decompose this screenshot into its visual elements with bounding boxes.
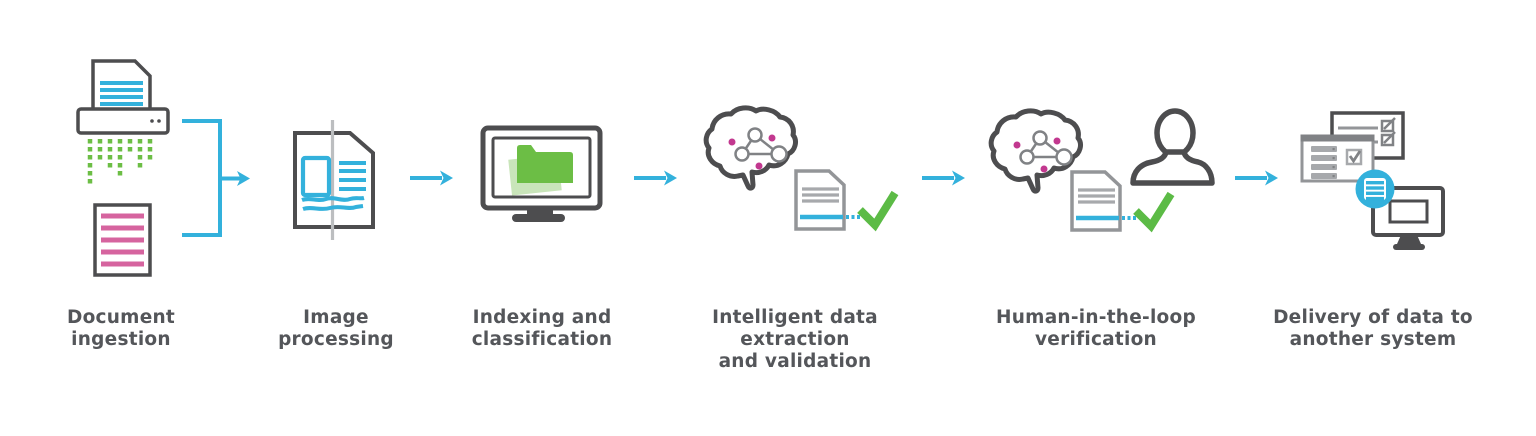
flow-arrow-1: [410, 170, 453, 186]
stage-label-document-ingestion: Document ingestion: [66, 307, 176, 350]
flow-arrow-2: [634, 170, 677, 186]
stage-label-image-processing: Image processing: [278, 307, 394, 350]
folders-icon: [508, 145, 573, 196]
list-panel-icon: [1300, 134, 1375, 183]
stage-label-delivery-of-data: Delivery of data to another system: [1273, 307, 1473, 350]
stage-label-indexing-and-classification: Indexing and classification: [471, 307, 613, 350]
flow-arrow-3: [922, 170, 965, 186]
data-bundle-icon: [1355, 169, 1395, 209]
scanner-icon: [76, 107, 170, 135]
stage-label-intelligent-data-extraction: Intelligent data extraction and validati…: [712, 307, 878, 372]
monitor-neck: [527, 208, 553, 215]
scanned-data-bits-icon: [87, 139, 153, 184]
merge-bracket-arrow: [182, 119, 250, 237]
task-check-icon: [1380, 117, 1396, 133]
pink-document-icon: [93, 203, 152, 277]
checkbox-icon: [1345, 148, 1363, 166]
stage-label-human-in-the-loop: Human-in-the-loop verification: [996, 307, 1196, 350]
list-rows: [1311, 146, 1337, 179]
task-check-icon: [1380, 131, 1396, 147]
person-icon: [1130, 108, 1215, 186]
data-transfer-systems-icon: [1300, 111, 1445, 250]
ai-brain-document-check-icon: [695, 98, 905, 235]
ai-brain-person-document-check-icon: [980, 108, 1215, 235]
monitor-base: [512, 214, 565, 222]
document-scanline-icon: [293, 120, 375, 240]
image-content: [300, 155, 366, 211]
document-shredder-scanner-icon: [76, 59, 250, 277]
monitor-folders-icon: [480, 125, 603, 222]
flow-arrow-4: [1235, 170, 1278, 186]
